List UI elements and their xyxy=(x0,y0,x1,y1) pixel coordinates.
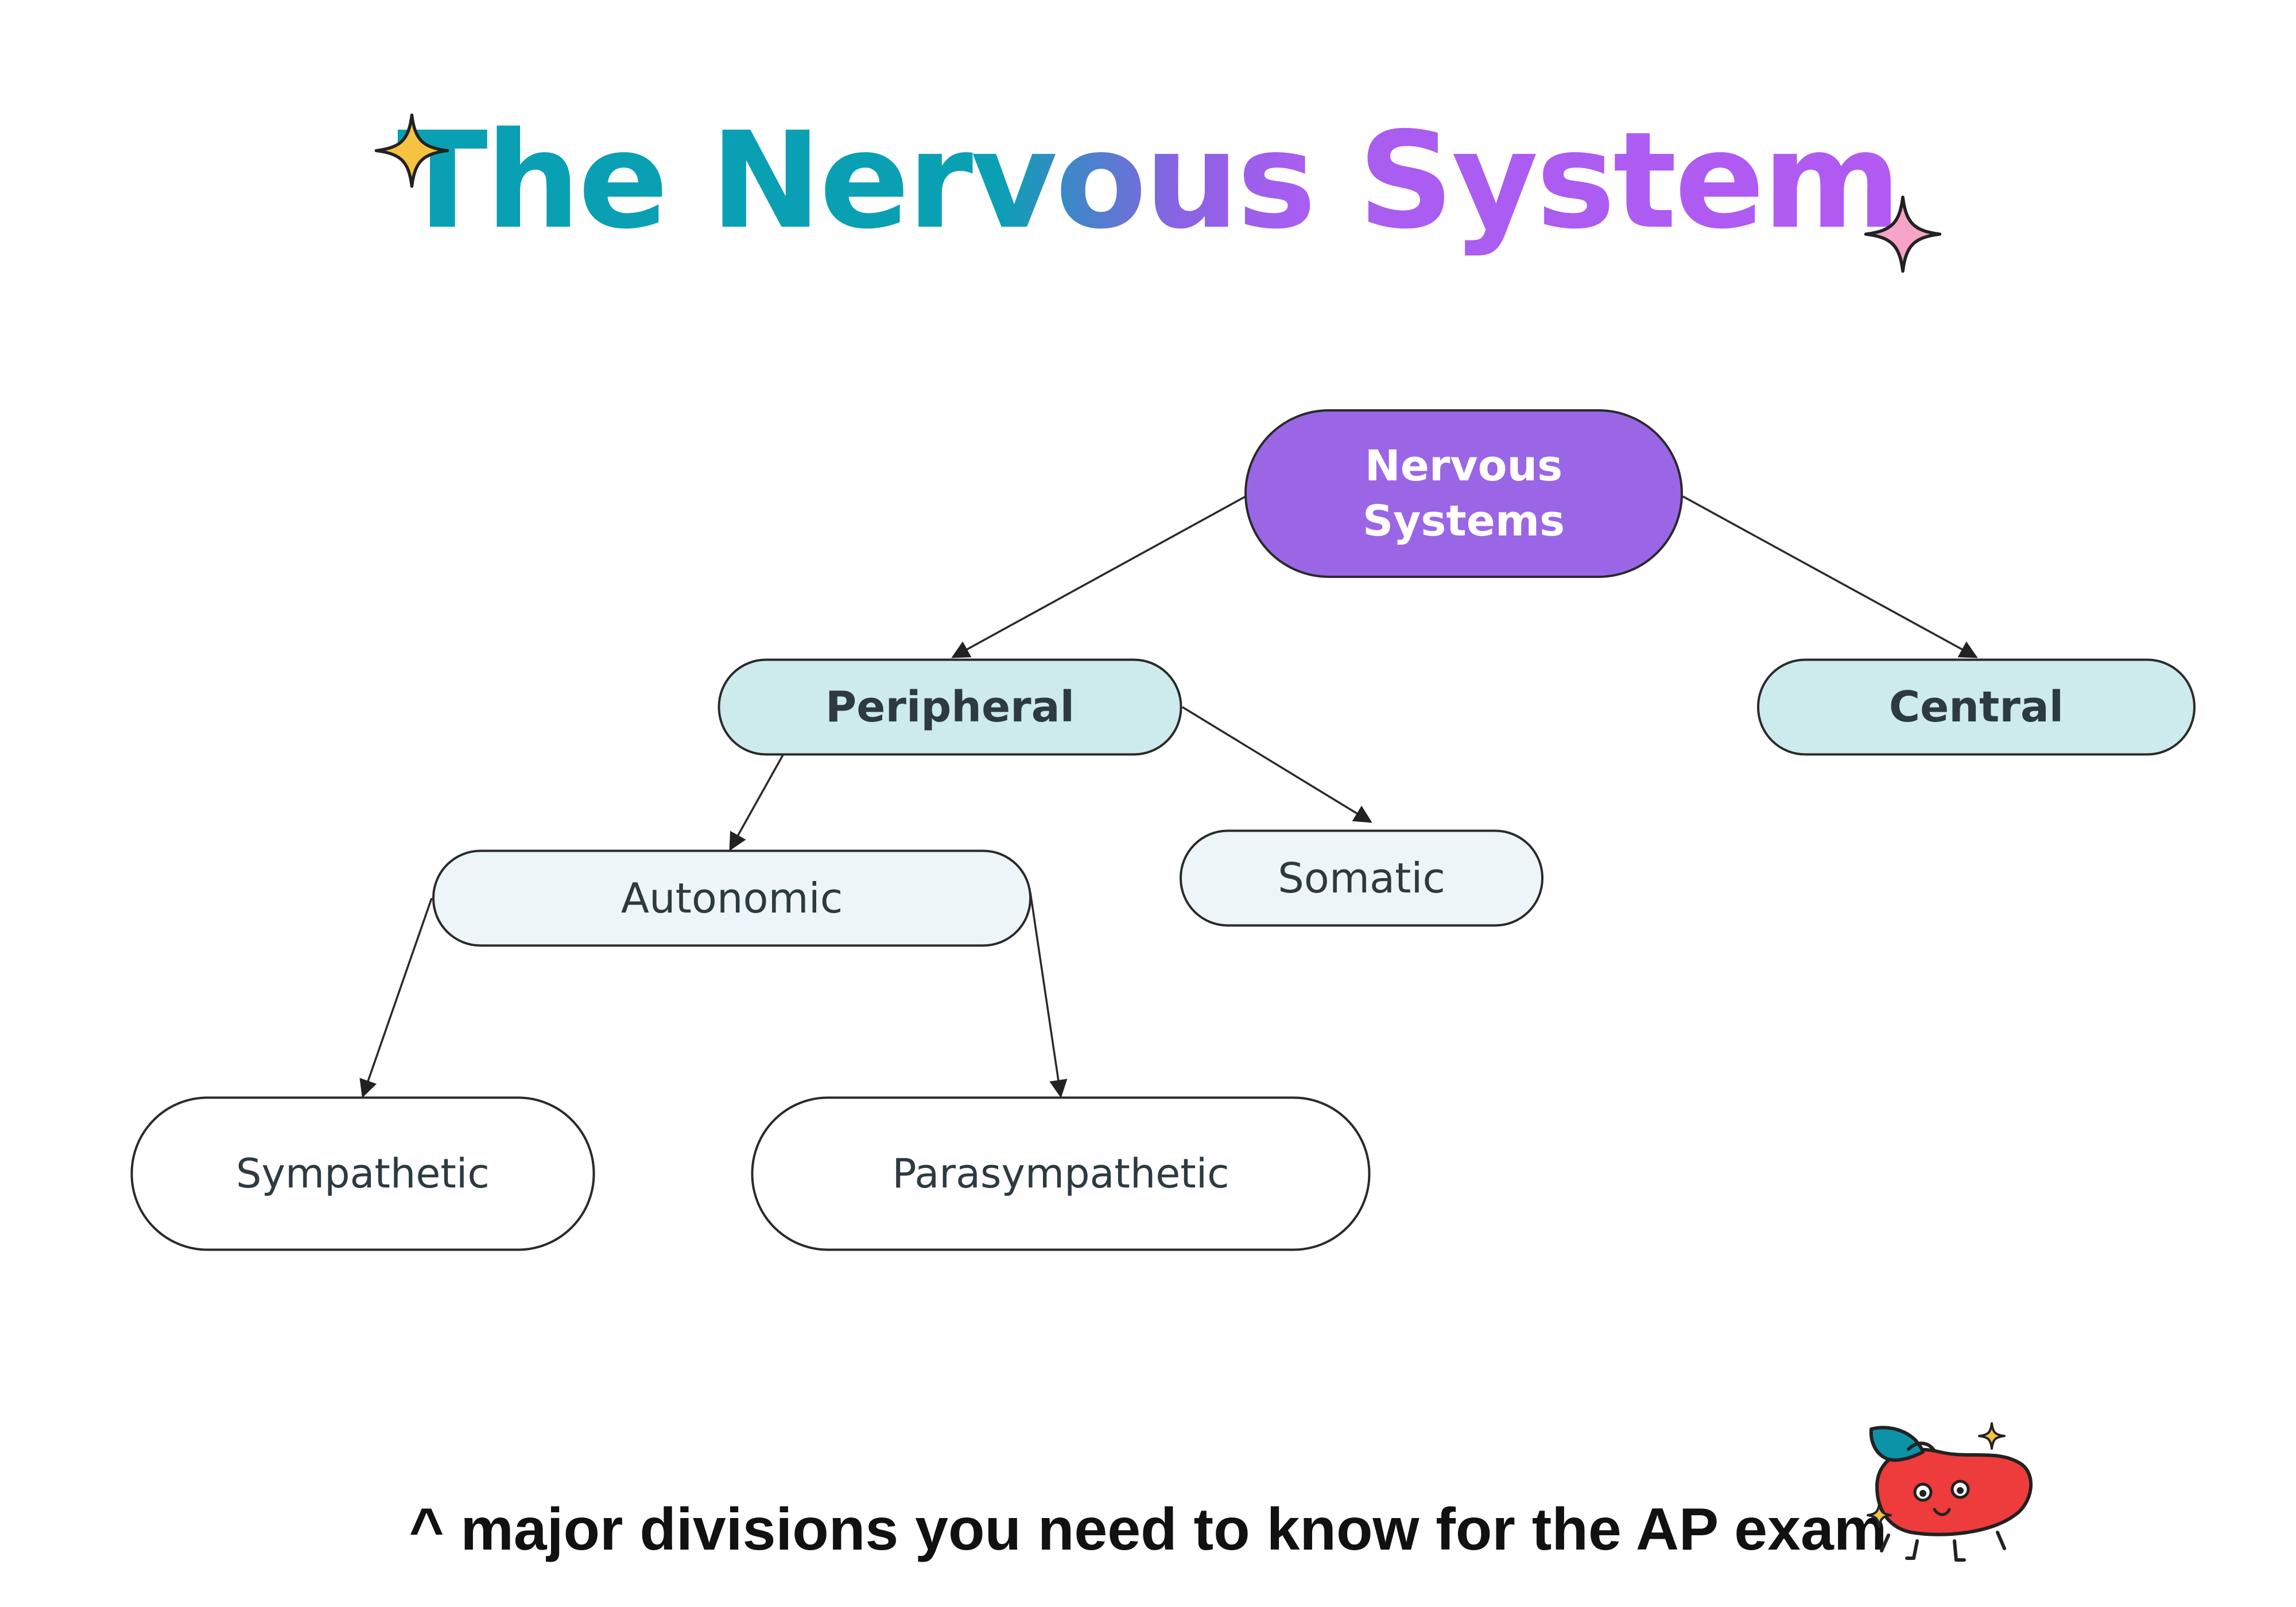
edge-autonomic-to-sympathetic xyxy=(359,898,433,1098)
node-central-label: Central xyxy=(1889,682,2064,732)
node-sympathetic-box xyxy=(130,1096,595,1251)
node-sympathetic: Sympathetic xyxy=(130,1096,595,1251)
node-somatic: Somatic xyxy=(1180,829,1543,927)
node-central-box xyxy=(1757,658,2196,756)
node-central: Central xyxy=(1757,658,2196,756)
page-title-text: The Nervous System xyxy=(397,103,1902,258)
edge-root-to-peripheral xyxy=(951,495,1246,658)
sparkle-icon xyxy=(374,113,449,188)
pepper-mascot-icon xyxy=(1867,1422,2033,1562)
node-peripheral: Peripheral xyxy=(718,658,1182,756)
node-parasympathetic-label: Parasympathetic xyxy=(892,1150,1229,1197)
node-somatic-label: Somatic xyxy=(1278,854,1445,902)
edge-peripheral-to-somatic xyxy=(1182,706,1372,823)
node-sympathetic-label: Sympathetic xyxy=(236,1150,490,1197)
node-autonomic-label: Autonomic xyxy=(621,874,843,922)
footer-caption: ^ major divisions you need to know for t… xyxy=(409,1496,1887,1563)
sparkle-icon xyxy=(1864,195,1942,273)
node-autonomic-box xyxy=(432,849,1031,947)
edge-autonomic-to-parasympathetic xyxy=(1029,892,1068,1098)
node-root-label: Nervous xyxy=(1365,441,1562,491)
page-title: The Nervous System xyxy=(0,100,2296,261)
node-parasympathetic: Parasympathetic xyxy=(751,1096,1371,1251)
node-parasympathetic-box xyxy=(751,1096,1371,1251)
edge-root-to-central xyxy=(1682,495,1978,658)
node-autonomic: Autonomic xyxy=(432,849,1031,947)
node-somatic-box xyxy=(1180,829,1543,927)
node-root-label: Systems xyxy=(1363,496,1565,546)
node-peripheral-label: Peripheral xyxy=(825,682,1075,732)
node-peripheral-box xyxy=(718,658,1182,756)
node-root-box xyxy=(1244,409,1683,578)
